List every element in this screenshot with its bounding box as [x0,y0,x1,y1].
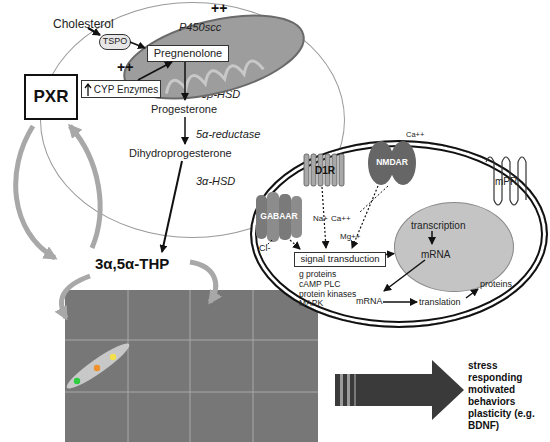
pathway-arrow [184,117,186,144]
enzyme-label: CYP Enzymes [82,81,160,97]
outcome-arrow [335,360,464,420]
yellow-marker [110,354,116,360]
micrograph-panel [65,290,318,442]
connector-arrow [138,62,172,80]
nmda-receptor: NMDARCa++ [367,140,417,186]
ion-label: Cl- [259,243,271,253]
feedback-arrow [16,126,55,258]
receptor-box: PXR [24,74,78,120]
molecule-label: mRNA [356,296,383,306]
signal-arrow [290,240,300,249]
transport-arrow [130,42,145,48]
process-list: g proteins cAMP PLC protein kinases MAPK [299,270,357,309]
pathway-arrow [184,62,186,100]
cholesterol-arrow [88,28,100,35]
connector-arrow [386,253,394,255]
arrow-stripe [354,374,356,406]
feedback-arrow [70,126,100,248]
molecule-label: Pregnenolone [148,46,228,61]
molecule-label: mRNA [421,249,450,261]
tspo-box: TSPO [99,34,131,50]
enzyme-label: P450scc [179,21,221,34]
outcome-text: stress responding motivated behaviors pl… [468,360,550,432]
neurosteroid-label: 3α,5α-THP [95,255,169,272]
ion-label: Na+ [313,214,328,223]
enzyme-label: 5α-reductase [196,128,260,141]
protein-label: TSPO [100,35,130,49]
gabaa-receptor: GABAAR [254,192,304,242]
receptor-label: mPR [480,152,532,210]
curved-arrow [190,262,216,302]
micrograph-haze [65,290,318,442]
molecule-label: Dihydroprogesterone [129,147,232,160]
ion-label: Mg++ [340,232,360,241]
molecule-box: Pregnenolone [147,45,229,62]
ion-label: Ca++ [406,131,424,140]
receptor-label: NMDAR [367,140,417,186]
transmembrane-helix [339,154,344,186]
process-heading: signal transduction [295,253,385,266]
receptor-label: D1R [302,152,348,188]
export-arrow [384,260,425,291]
arrow-stripe [347,374,350,406]
d1-receptor: D1R [302,152,348,188]
ion-label: Ca++ [331,214,351,223]
signal-arrow [322,187,326,248]
molecule-label: Progesterone [151,103,217,116]
process-label: translation [419,297,461,307]
process-box: signal transductiong proteins cAMP PLC p… [294,252,386,267]
curved-arrow [61,276,90,318]
transcription-arrow [431,231,433,244]
micrograph-grid [65,290,318,442]
enzyme-box: CYP Enzymes [81,80,161,98]
mpr-receptor: mPR [480,152,532,210]
edge-label: ++ [117,59,133,75]
molecule-label: Cholesterol [53,18,114,32]
protein-arrow [466,289,478,298]
neuron-cell: Na+Ca++ Mg++ GABAAR D1R NMDARCa++ mPR signal t… [250,140,548,328]
molecule-label: proteins [480,279,512,289]
up-arrow [85,84,91,96]
cristae [164,59,264,94]
process-label: transcription [411,220,465,232]
ion-flux [360,186,388,212]
arrow-stripe [340,374,343,406]
receptor-label: GABAAR [254,192,304,242]
transmembrane-helix [304,154,309,186]
nucleus: transcription mRNA [394,202,514,292]
green-marker [74,378,80,384]
pathway-arrow [162,161,182,252]
labelled-cell [63,338,133,393]
signal-arrow [352,186,378,248]
receptor-label: PXR [26,76,76,118]
enzyme-label: 3α-HSD [196,175,235,188]
effect-label: ++ [211,0,227,16]
translation-arrow [383,301,417,303]
orange-marker [94,365,100,371]
